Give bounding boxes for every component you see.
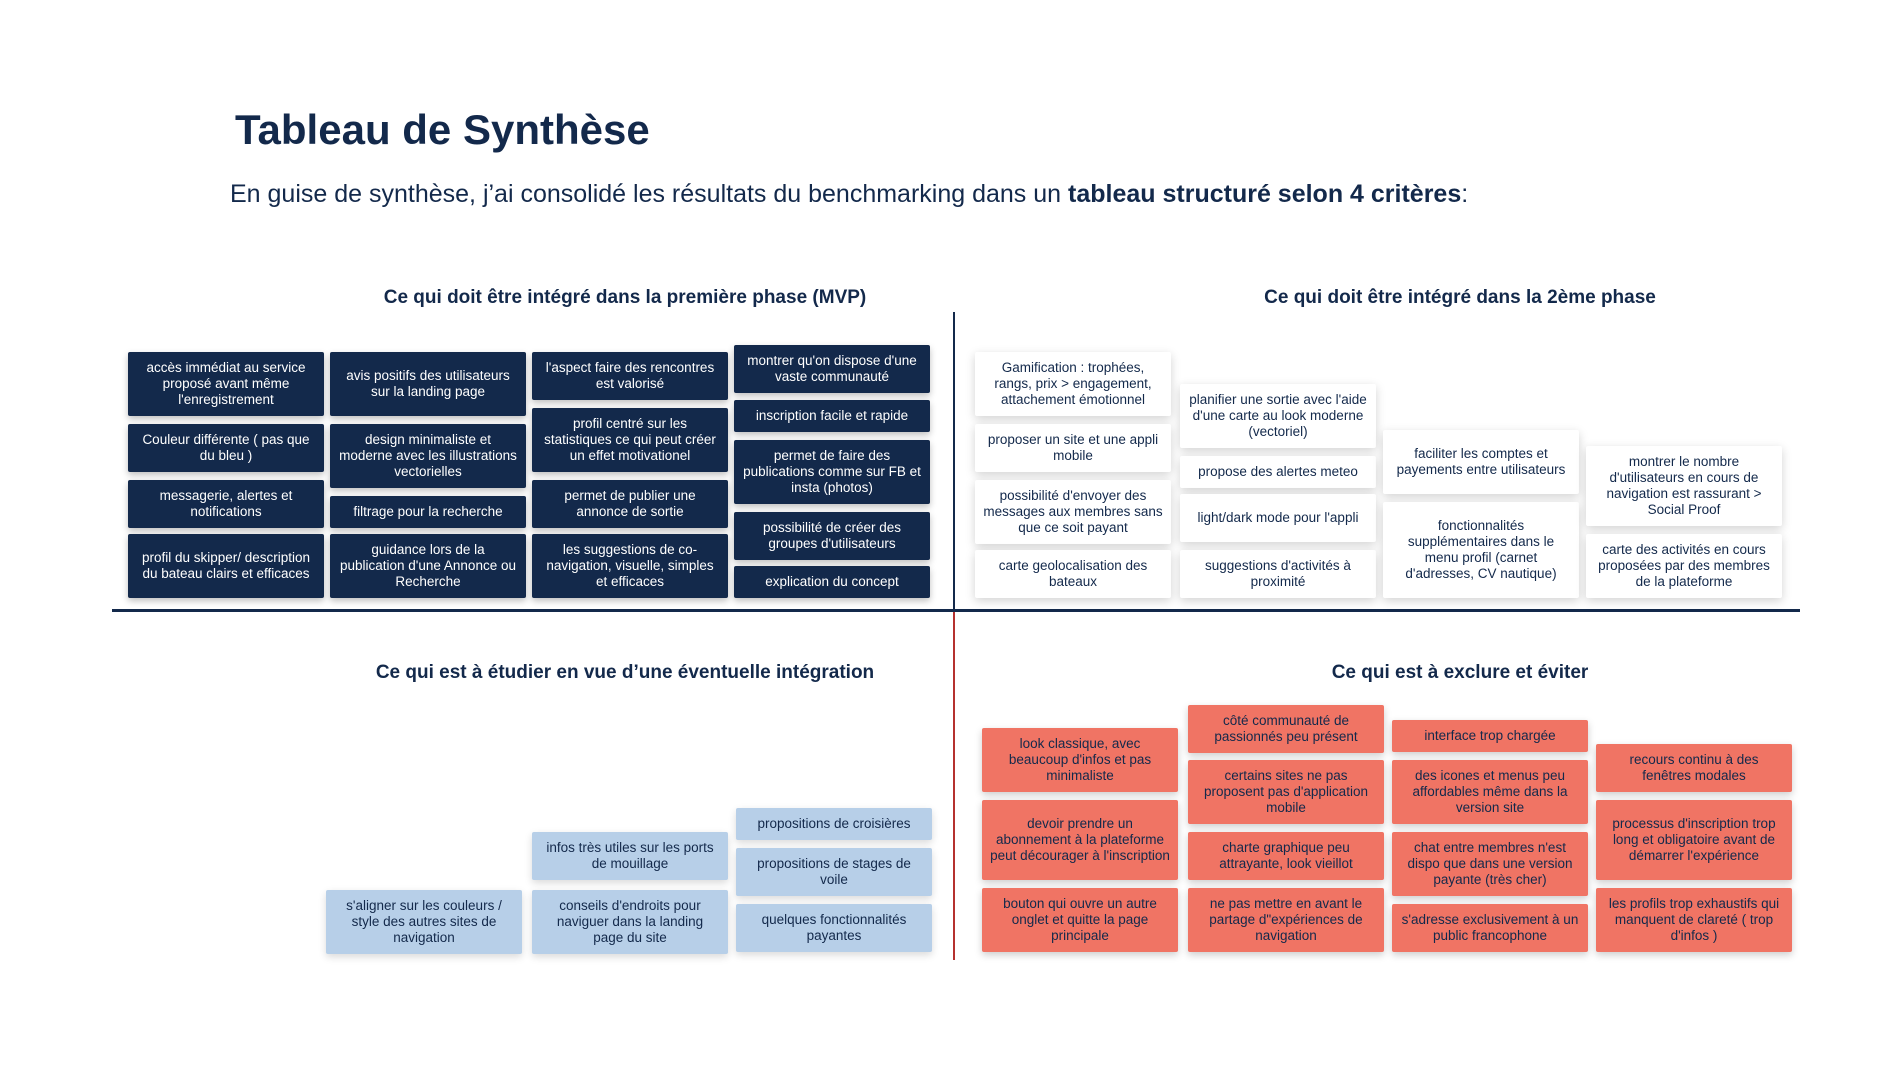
subtitle-bold: tableau structuré selon 4 critères — [1068, 180, 1462, 208]
sticky-note: montrer le nombre d'utilisateurs en cour… — [1586, 446, 1782, 526]
sticky-note: permet de faire des publications comme s… — [734, 440, 930, 504]
sticky-note: processus d'inscription trop long et obl… — [1596, 800, 1792, 880]
sticky-note: côté communauté de passionnés peu présen… — [1188, 705, 1384, 753]
sticky-note: faciliter les comptes et payements entre… — [1383, 430, 1579, 494]
sticky-note: ne pas mettre en avant le partage d"expé… — [1188, 888, 1384, 952]
sticky-note: Couleur différente ( pas que du bleu ) — [128, 424, 324, 472]
sticky-note: des icones et menus peu affordables même… — [1392, 760, 1588, 824]
sticky-note: avis positifs des utilisateurs sur la la… — [330, 352, 526, 416]
sticky-note: charte graphique peu attrayante, look vi… — [1188, 832, 1384, 880]
quadrant-title-phase2: Ce qui doit être intégré dans la 2ème ph… — [1264, 287, 1656, 308]
sticky-note: carte geolocalisation des bateaux — [975, 550, 1171, 598]
sticky-note: filtrage pour la recherche — [330, 496, 526, 528]
sticky-note: accès immédiat au service proposé avant … — [128, 352, 324, 416]
sticky-note: chat entre membres n'est dispo que dans … — [1392, 832, 1588, 896]
sticky-note: bouton qui ouvre un autre onglet et quit… — [982, 888, 1178, 952]
sticky-note: les suggestions de co-navigation, visuel… — [532, 534, 728, 598]
sticky-note: l'aspect faire des rencontres est valori… — [532, 352, 728, 400]
sticky-note: infos très utiles sur les ports de mouil… — [532, 832, 728, 880]
page-title: Tableau de Synthèse — [235, 106, 650, 153]
page-subtitle: En guise de synthèse, j’ai consolidé les… — [230, 180, 1468, 209]
sticky-note: interface trop chargée — [1392, 720, 1588, 752]
sticky-note: carte des activités en cours proposées p… — [1586, 534, 1782, 598]
sticky-note: light/dark mode pour l'appli — [1180, 494, 1376, 542]
sticky-note: proposer un site et une appli mobile — [975, 424, 1171, 472]
sticky-note: explication du concept — [734, 566, 930, 598]
sticky-note: les profils trop exhaustifs qui manquent… — [1596, 888, 1792, 952]
sticky-note: conseils d'endroits pour naviguer dans l… — [532, 890, 728, 954]
sticky-note: certains sites ne pas proposent pas d'ap… — [1188, 760, 1384, 824]
sticky-note: permet de publier une annonce de sortie — [532, 480, 728, 528]
sticky-note: s'adresse exclusivement à un public fran… — [1392, 904, 1588, 952]
sticky-note: montrer qu'on dispose d'une vaste commun… — [734, 345, 930, 393]
sticky-note: s'aligner sur les couleurs / style des a… — [326, 890, 522, 954]
sticky-note: propositions de croisières — [736, 808, 932, 840]
sticky-note: possibilité de créer des groupes d'utili… — [734, 512, 930, 560]
sticky-note: fonctionnalités supplémentaires dans le … — [1383, 502, 1579, 598]
quadrant-title-study: Ce qui est à étudier en vue d’une éventu… — [375, 662, 875, 683]
quadrant-title-exclude: Ce qui est à exclure et éviter — [1331, 662, 1589, 683]
vertical-axis-lower — [953, 612, 955, 960]
sticky-note: planifier une sortie avec l'aide d'une c… — [1180, 384, 1376, 448]
sticky-note: quelques fonctionnalités payantes — [736, 904, 932, 952]
quadrant-title-mvp: Ce qui doit être intégré dans la premièr… — [383, 287, 867, 308]
horizontal-axis — [112, 609, 1800, 612]
sticky-note: Gamification : trophées, rangs, prix > e… — [975, 352, 1171, 416]
sticky-note: suggestions d'activités à proximité — [1180, 550, 1376, 598]
sticky-note: devoir prendre un abonnement à la platef… — [982, 800, 1178, 880]
sticky-note: recours continu à des fenêtres modales — [1596, 744, 1792, 792]
sticky-note: propose des alertes meteo — [1180, 456, 1376, 488]
sticky-note: possibilité d'envoyer des messages aux m… — [975, 480, 1171, 544]
subtitle-suffix: : — [1461, 180, 1469, 208]
sticky-note: messagerie, alertes et notifications — [128, 480, 324, 528]
sticky-note: look classique, avec beaucoup d'infos et… — [982, 728, 1178, 792]
sticky-note: design minimaliste et moderne avec les i… — [330, 424, 526, 488]
sticky-note: profil centré sur les statistiques ce qu… — [532, 408, 728, 472]
sticky-note: inscription facile et rapide — [734, 400, 930, 432]
sticky-note: guidance lors de la publication d'une An… — [330, 534, 526, 598]
sticky-note: profil du skipper/ description du bateau… — [128, 534, 324, 598]
sticky-note: propositions de stages de voile — [736, 848, 932, 896]
subtitle-prefix: En guise de synthèse, j’ai consolidé les… — [230, 180, 1069, 208]
